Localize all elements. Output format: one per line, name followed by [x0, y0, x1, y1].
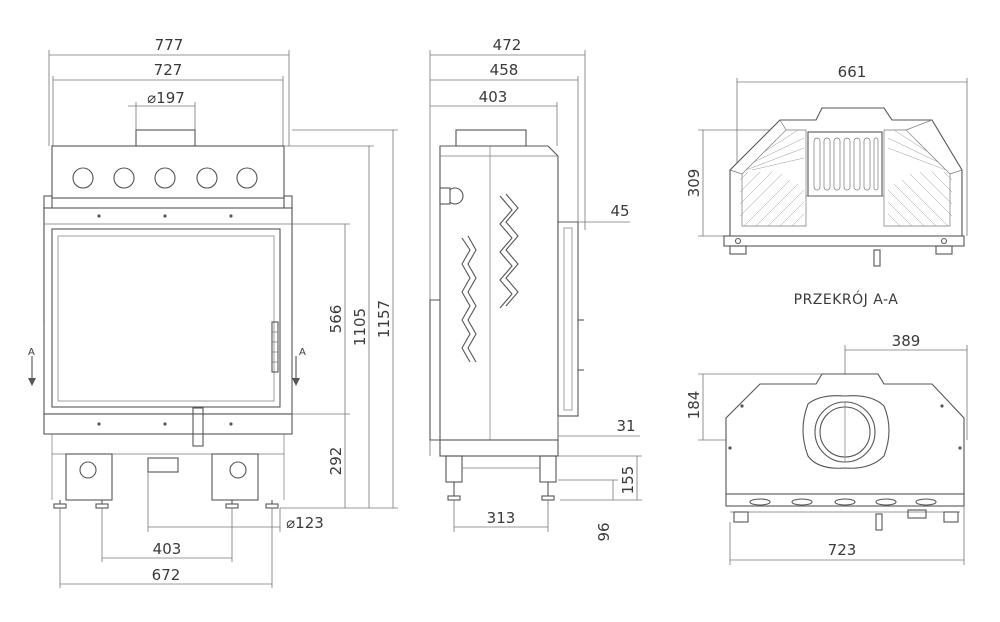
- side-leg-front: [539, 455, 557, 483]
- door-handle: [271, 321, 279, 373]
- dim-top-flue-offset: 389: [844, 332, 968, 440]
- dim-side-leg-spacing: 313: [453, 500, 549, 532]
- side-plinth: [439, 439, 559, 457]
- front-plinth: [43, 413, 293, 435]
- side-body: [439, 145, 559, 441]
- svg-text:389: 389: [892, 332, 921, 350]
- svg-text:96: 96: [595, 522, 613, 541]
- svg-text:727: 727: [154, 61, 183, 79]
- front-frame: [43, 207, 293, 415]
- side-view: 472 458 403: [429, 36, 642, 542]
- svg-text:313: 313: [487, 509, 516, 527]
- dim-front-height-total: 1157: [280, 129, 398, 509]
- svg-text:403: 403: [479, 88, 508, 106]
- front-flue-collar: [135, 129, 196, 147]
- front-top-box: [51, 145, 285, 199]
- svg-text:1105: 1105: [351, 308, 369, 346]
- dim-side-foot-height: 96: [558, 479, 618, 542]
- svg-text:⌀123: ⌀123: [286, 514, 324, 532]
- svg-text:458: 458: [490, 61, 519, 79]
- dim-side-depth-458: 458: [430, 61, 579, 230]
- side-baffle-right: [499, 195, 513, 309]
- dim-leg-spacing-inner: 403: [101, 508, 233, 562]
- dim-leg-spacing-outer: 672: [59, 508, 273, 588]
- dim-section-width: 661: [736, 63, 968, 236]
- svg-text:566: 566: [327, 305, 345, 334]
- top-front-strip: [725, 493, 965, 507]
- section-arrow-right: A: [292, 347, 306, 386]
- top-flue-flange: [802, 395, 890, 469]
- front-air-hole-3: [154, 167, 176, 189]
- front-glass: [51, 228, 281, 408]
- side-leg-back: [445, 455, 463, 483]
- dim-top-height: 184: [685, 373, 822, 441]
- dim-flue-diameter: ⌀197: [128, 89, 196, 130]
- svg-text:45: 45: [610, 202, 629, 220]
- section-arrow-left: A: [28, 347, 36, 386]
- dim-side-depth-403: 403: [430, 88, 558, 146]
- front-air-hole-1: [72, 167, 94, 189]
- dim-front-glass-height: 566: [292, 223, 350, 415]
- svg-text:309: 309: [685, 169, 703, 198]
- svg-text:1157: 1157: [375, 300, 393, 338]
- section-base-strip: [723, 235, 965, 247]
- section-caption: PRZEKRÓJ A-A: [794, 290, 899, 308]
- side-door: [557, 221, 579, 417]
- svg-text:31: 31: [616, 417, 635, 435]
- section-insulation-hatch: [739, 129, 953, 227]
- section-view: 661 309: [685, 63, 968, 308]
- front-view: 777 727 ⌀197: [28, 36, 398, 588]
- front-air-hole-4: [196, 167, 218, 189]
- svg-text:A: A: [299, 347, 306, 358]
- dim-side-depth-total: 472: [429, 36, 586, 456]
- dim-side-door-offset: 45: [557, 202, 630, 223]
- svg-text:472: 472: [493, 36, 522, 54]
- dim-front-base-height: 292: [327, 414, 346, 508]
- dim-side-frame-offset: 31: [558, 417, 640, 437]
- svg-text:661: 661: [838, 63, 867, 81]
- dim-front-width-inner: 727: [52, 61, 284, 146]
- svg-text:184: 184: [685, 391, 703, 420]
- dim-leg-diameter: ⌀123: [147, 472, 324, 532]
- svg-text:403: 403: [153, 540, 182, 558]
- svg-text:155: 155: [619, 466, 637, 495]
- dim-front-width-outer: 777: [48, 36, 290, 146]
- front-base: [51, 434, 285, 509]
- front-air-hole-2: [113, 167, 135, 189]
- svg-text:672: 672: [152, 566, 181, 584]
- svg-text:A: A: [28, 347, 35, 358]
- side-baffle-left: [461, 237, 471, 363]
- svg-text:292: 292: [327, 447, 345, 476]
- dim-front-height-body: 1105: [284, 145, 374, 508]
- svg-text:⌀197: ⌀197: [147, 89, 185, 107]
- top-view: 389 184 723: [685, 332, 968, 565]
- svg-text:777: 777: [155, 36, 184, 54]
- front-air-hole-5: [236, 167, 258, 189]
- svg-text:723: 723: [828, 541, 857, 559]
- air-regulator: [192, 407, 204, 447]
- dim-top-width: 723: [729, 506, 965, 565]
- section-grate: [807, 131, 883, 197]
- side-flue-collar: [455, 129, 527, 147]
- dim-side-leg-height: 155: [558, 455, 642, 501]
